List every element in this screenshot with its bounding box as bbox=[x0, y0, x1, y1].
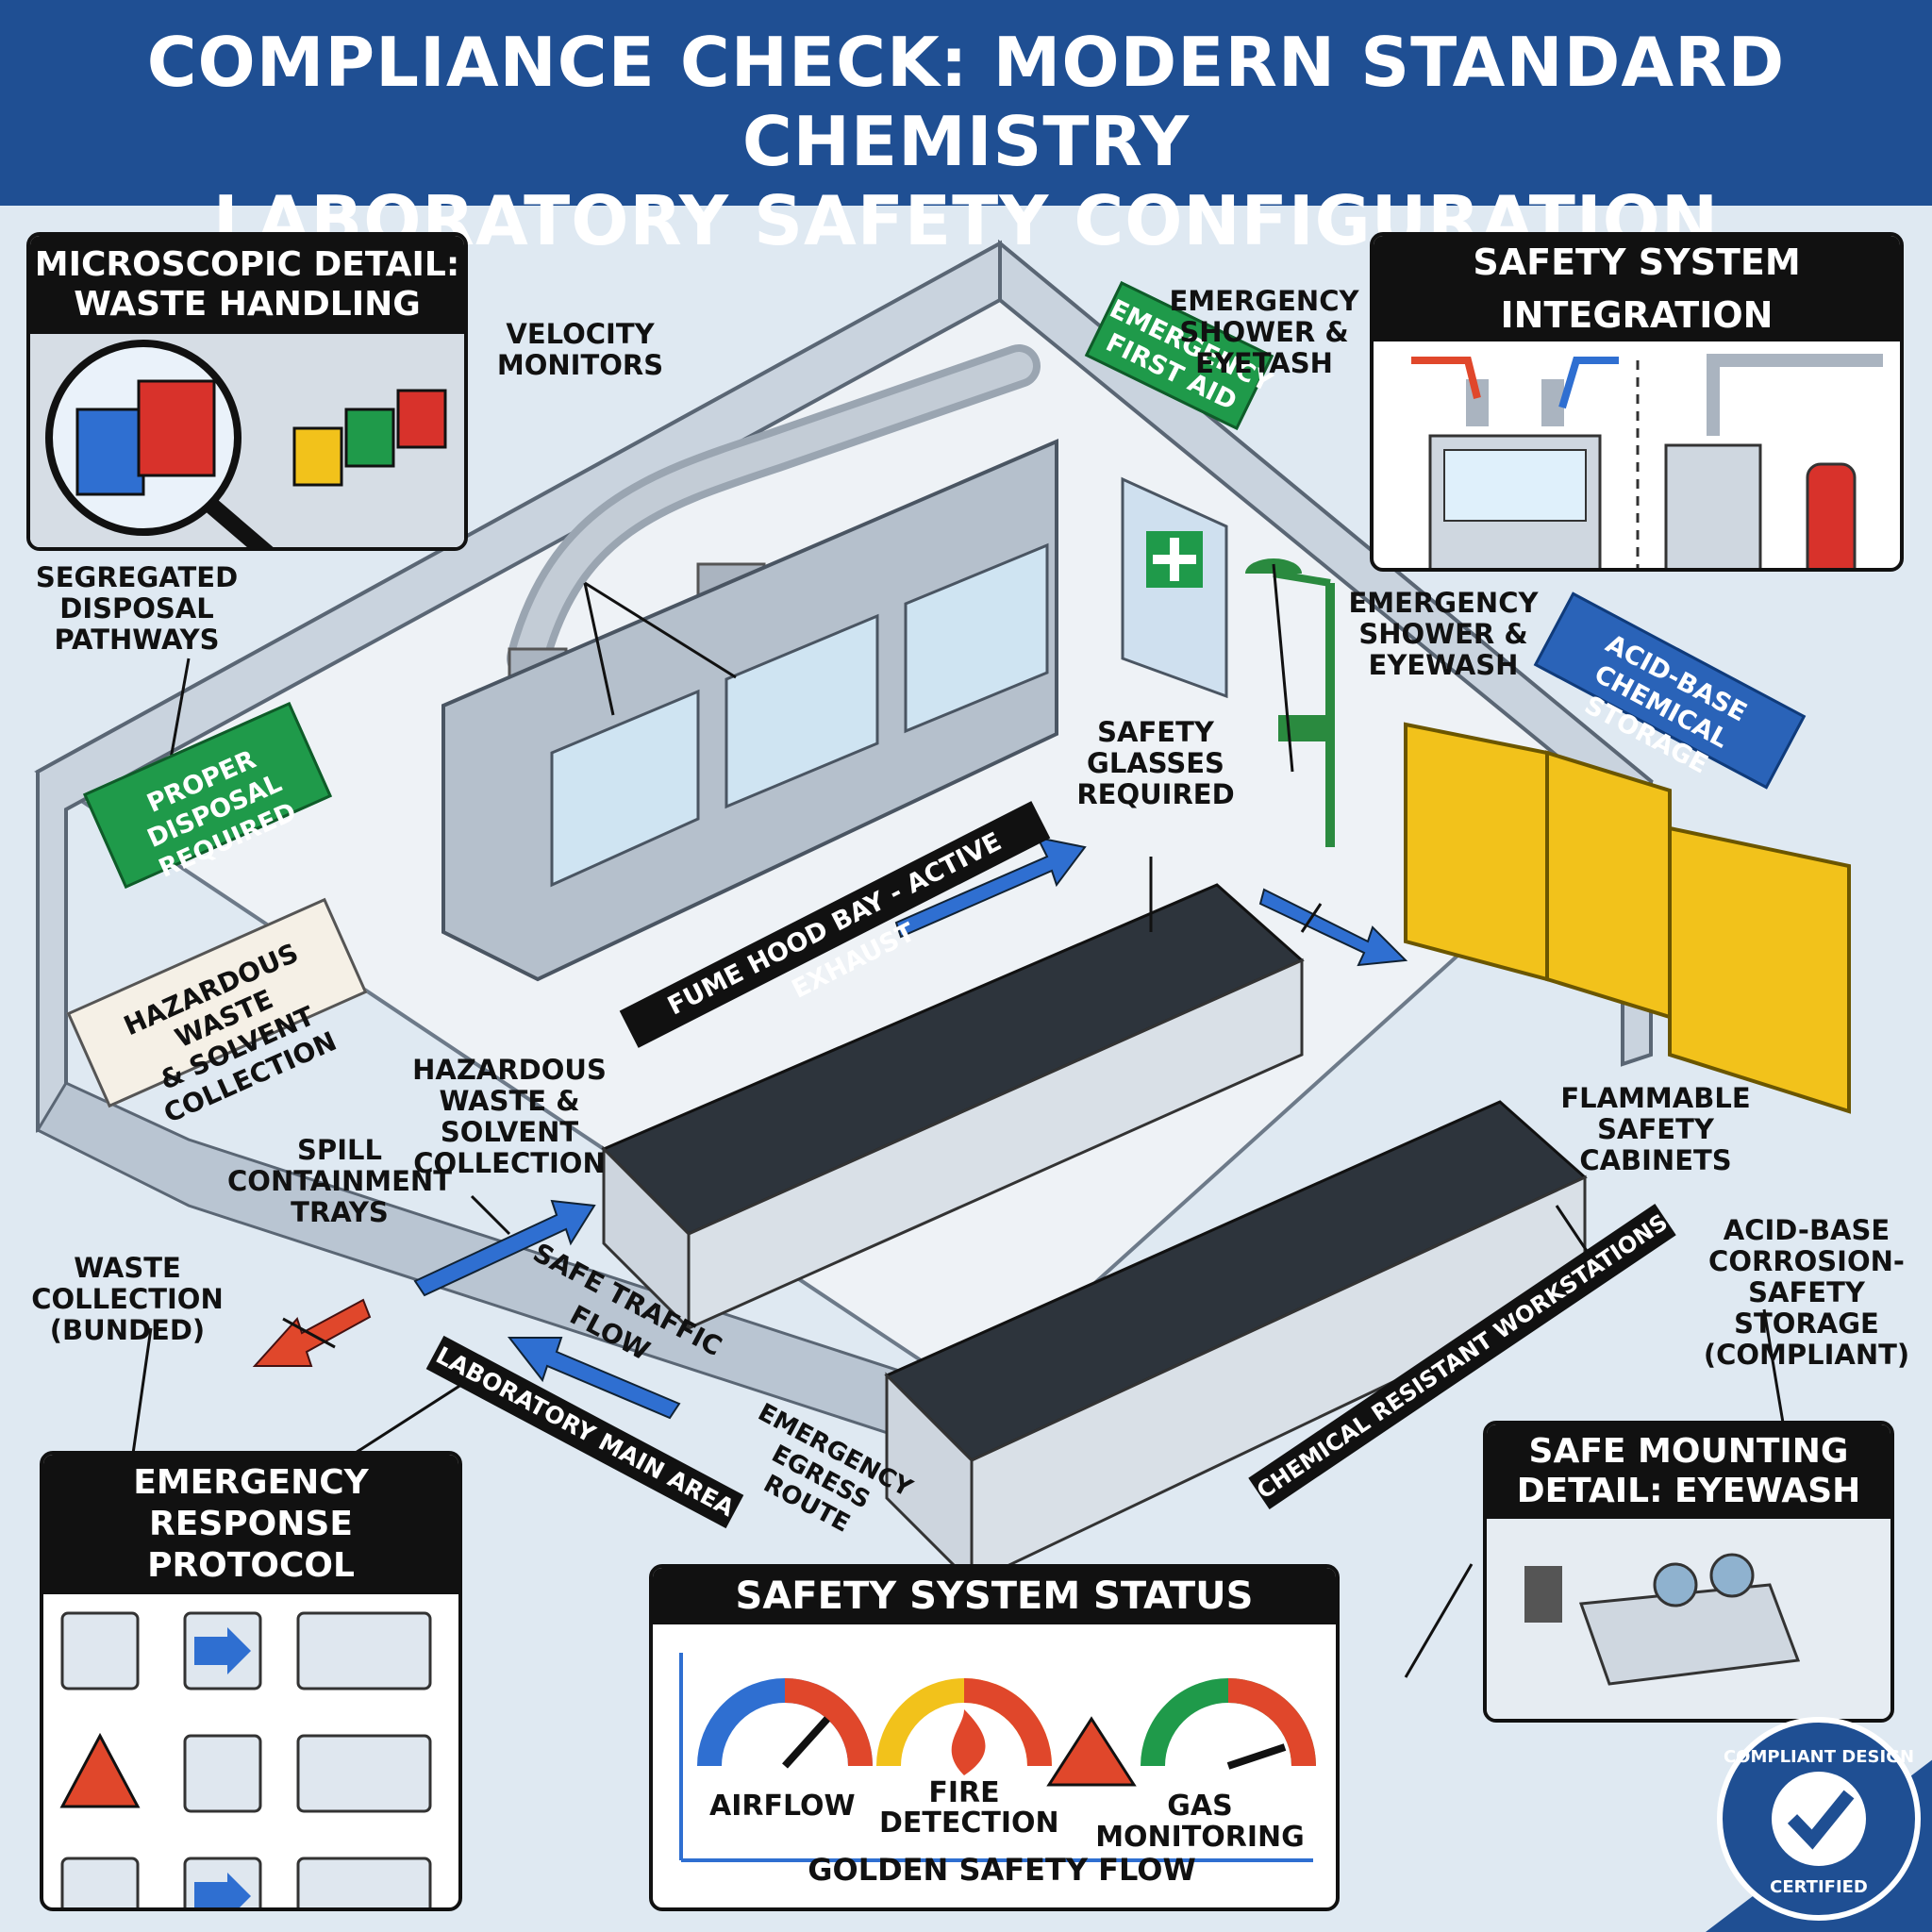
checkmark-icon bbox=[1787, 1790, 1855, 1850]
fire-extinguisher-icon bbox=[1806, 462, 1857, 568]
gauge-label-detection: DETECTION bbox=[879, 1807, 1059, 1840]
panel-system-integration: SAFETY SYSTEM INTEGRATION bbox=[1370, 232, 1904, 572]
gauge-label-gas: GAS MONITORING bbox=[1095, 1790, 1305, 1854]
panel-integration-title: SAFETY SYSTEM INTEGRATION bbox=[1374, 236, 1900, 341]
panel-system-status: SAFETY SYSTEM STATUS AIRFLOW FIRE DETECT… bbox=[649, 1564, 1340, 1911]
workbenches bbox=[601, 883, 1588, 1587]
status-title: SAFETY SYSTEM STATUS bbox=[653, 1568, 1336, 1624]
flame-icon bbox=[951, 1709, 986, 1775]
fume-hoods bbox=[441, 438, 1058, 982]
warning-icon bbox=[59, 1732, 141, 1808]
waste-bin-icon bbox=[75, 408, 145, 496]
gauge-icon bbox=[697, 1678, 1316, 1787]
svg-text:COMPLIANT DESIGN: COMPLIANT DESIGN bbox=[1724, 1747, 1914, 1767]
traffic-arrows bbox=[252, 836, 1408, 1420]
status-flow-label: GOLDEN SAFETY FLOW bbox=[808, 1852, 1196, 1888]
svg-text:CERTIFIED: CERTIFIED bbox=[1770, 1877, 1868, 1897]
title-bar: COMPLIANCE CHECK: MODERN STANDARD CHEMIS… bbox=[0, 0, 1932, 260]
protocol-title-1: EMERGENCY bbox=[133, 1463, 369, 1502]
gauge-label-fire: FIRE bbox=[928, 1776, 1000, 1809]
panel-waste-title-2: WASTE HANDLING bbox=[74, 285, 421, 324]
room-floorplan bbox=[34, 239, 1851, 1776]
gauge-label-airflow: AIRFLOW bbox=[709, 1790, 856, 1823]
panel-eyewash-detail: SAFE MOUNTING DETAIL: EYEWASH bbox=[1483, 1421, 1894, 1723]
compliance-seal: COMPLIANT DESIGN CERTIFIED bbox=[1706, 1717, 1932, 1932]
lab-diagram: PROPER DISPOSAL REQUIRED HAZARDOUS WASTE… bbox=[0, 206, 1932, 1932]
eyewash-title-2: DETAIL: EYEWASH bbox=[1516, 1472, 1861, 1510]
panel-waste-title-1: MICROSCOPIC DETAIL: bbox=[34, 245, 460, 284]
page-title-line1: COMPLIANCE CHECK: MODERN STANDARD CHEMIS… bbox=[146, 23, 1786, 181]
eyewash-title-1: SAFE MOUNTING bbox=[1528, 1432, 1849, 1471]
protocol-title-2: RESPONSE PROTOCOL bbox=[147, 1505, 355, 1585]
panel-response-protocol: EMERGENCY RESPONSE PROTOCOL bbox=[40, 1451, 462, 1911]
flammable-cabinets bbox=[1404, 722, 1851, 1114]
panel-waste-handling: MICROSCOPIC DETAIL: WASTE HANDLING bbox=[26, 232, 468, 551]
